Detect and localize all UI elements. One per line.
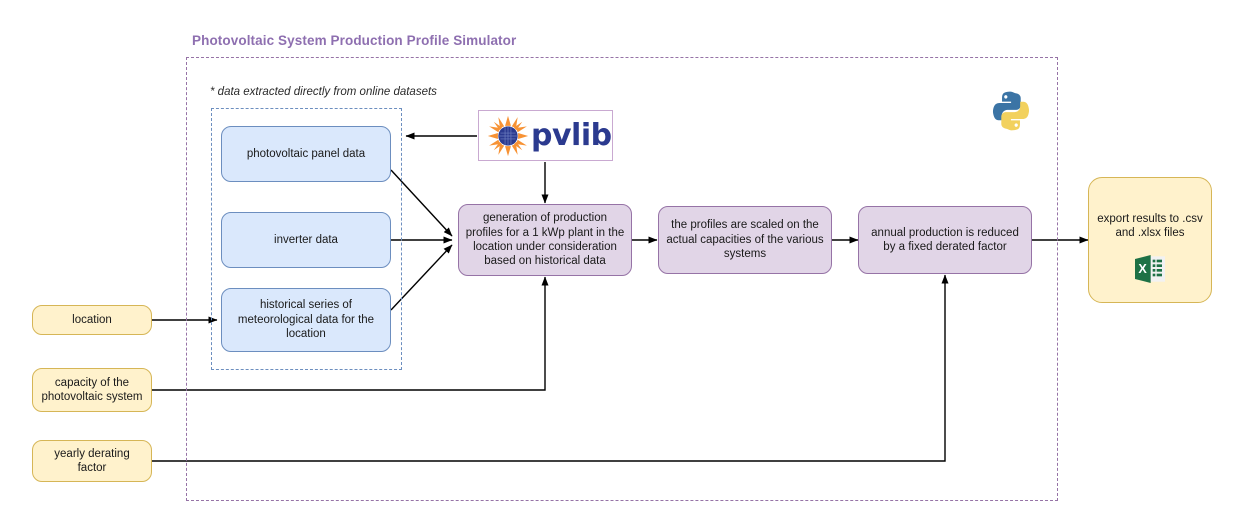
node-export-results[interactable]: export results to .csv and .xlsx files X bbox=[1088, 177, 1212, 303]
node-photovoltaic-panel-data[interactable]: photovoltaic panel data bbox=[221, 126, 391, 182]
node-label: photovoltaic panel data bbox=[246, 147, 366, 160]
node-label: export results to .csv and .xlsx files bbox=[1097, 213, 1203, 240]
node-label: inverter data bbox=[274, 233, 338, 246]
pvlib-sun-icon bbox=[487, 115, 529, 156]
node-input-derating-factor[interactable]: yearly derating factor bbox=[32, 440, 152, 482]
pvlib-wordmark: pvlib bbox=[531, 117, 612, 153]
simulator-frame bbox=[186, 57, 1058, 501]
node-label: capacity of the photovoltaic system bbox=[41, 376, 143, 403]
svg-text:X: X bbox=[1138, 262, 1147, 276]
node-input-location[interactable]: location bbox=[32, 305, 152, 335]
node-label: historical series of meteorological data… bbox=[237, 299, 375, 341]
node-label: annual production is reduced by a fixed … bbox=[871, 226, 1019, 253]
online-datasets-frame bbox=[211, 108, 402, 370]
node-label: generation of production profiles for a … bbox=[465, 212, 625, 268]
python-logo-icon bbox=[992, 91, 1030, 131]
excel-icon: X bbox=[1135, 254, 1165, 283]
node-annual-derating[interactable]: annual production is reduced by a fixed … bbox=[858, 206, 1032, 274]
arrow-capacity-to-generation bbox=[152, 276, 549, 391]
node-generation-of-profiles[interactable]: generation of production profiles for a … bbox=[458, 204, 632, 276]
datasets-note: * data extracted directly from online da… bbox=[210, 86, 437, 98]
arrow-derating-to-annual bbox=[152, 274, 949, 462]
page-title: Photovoltaic System Production Profile S… bbox=[192, 33, 517, 48]
node-label: location bbox=[72, 313, 112, 326]
node-label: the profiles are scaled on the actual ca… bbox=[666, 219, 824, 261]
node-meteorological-data[interactable]: historical series of meteorological data… bbox=[221, 288, 391, 352]
node-input-capacity[interactable]: capacity of the photovoltaic system bbox=[32, 368, 152, 412]
node-label: yearly derating factor bbox=[54, 447, 130, 474]
node-profile-scaling[interactable]: the profiles are scaled on the actual ca… bbox=[658, 206, 832, 274]
node-inverter-data[interactable]: inverter data bbox=[221, 212, 391, 268]
pvlib-logo: pvlib bbox=[478, 110, 613, 161]
